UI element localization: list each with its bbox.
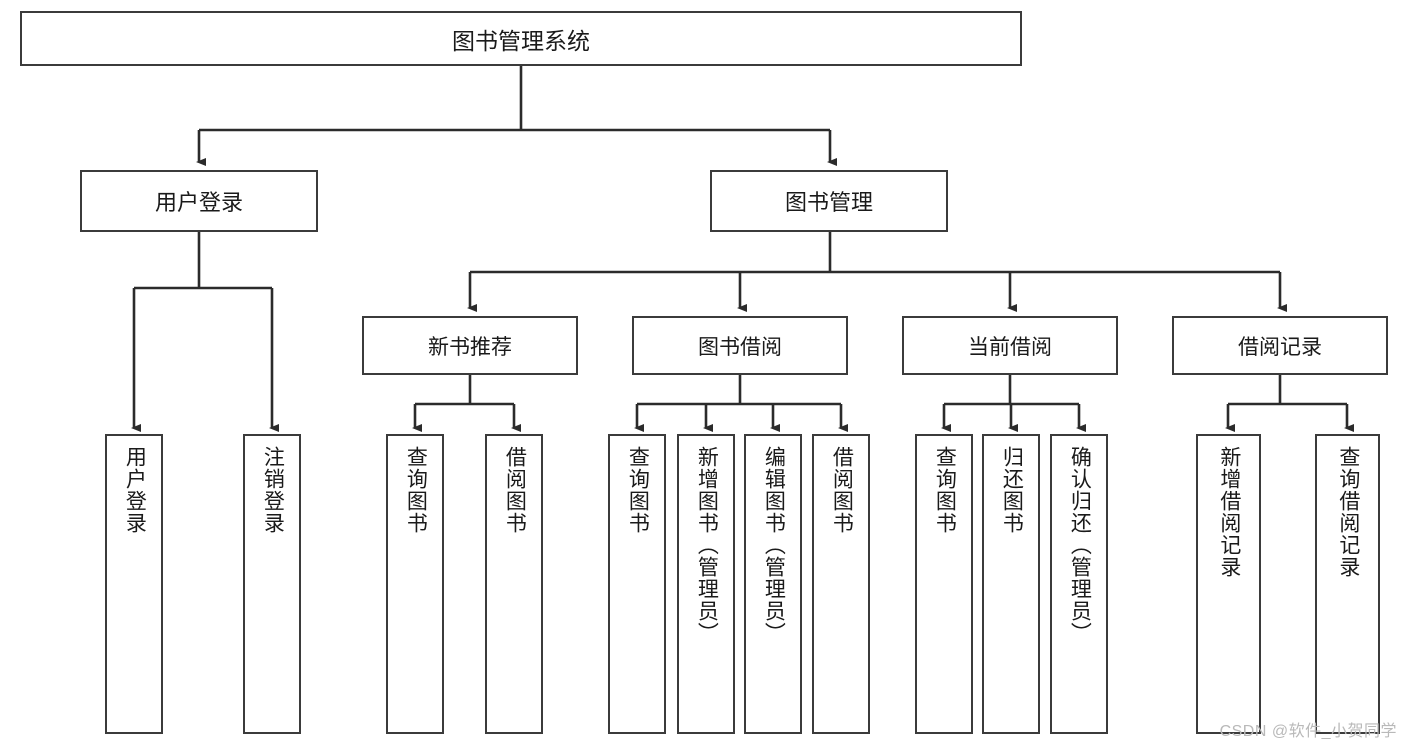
- node-label: 查询图书: [626, 446, 650, 534]
- leaf-current-query-book[interactable]: 查询图书: [915, 434, 973, 734]
- node-label: 借阅图书: [503, 446, 527, 534]
- node-current-borrow[interactable]: 当前借阅: [902, 316, 1118, 375]
- node-label: 图书管理系统: [452, 27, 590, 54]
- node-new-book-recommend[interactable]: 新书推荐: [362, 316, 578, 375]
- node-label: 用户登录: [154, 190, 243, 215]
- leaf-current-return-book[interactable]: 归还图书: [982, 434, 1040, 734]
- node-label: 归还图书: [1000, 446, 1024, 534]
- node-user-login[interactable]: 用户登录: [80, 170, 318, 232]
- csdn-watermark: CSDN @软件_小贺同学: [1219, 723, 1397, 740]
- node-root-system[interactable]: 图书管理系统: [20, 11, 1022, 66]
- leaf-record-query[interactable]: 查询借阅记录: [1315, 434, 1380, 734]
- leaf-borrow-query-book[interactable]: 查询图书: [608, 434, 666, 734]
- leaf-user-logout[interactable]: 注销登录: [243, 434, 301, 734]
- node-label: 当前借阅: [968, 335, 1052, 359]
- node-label: 借阅图书: [830, 446, 854, 534]
- leaf-borrow-add-book[interactable]: 新增图书（管理员）: [677, 434, 735, 734]
- leaf-recommend-query-book[interactable]: 查询图书: [386, 434, 444, 734]
- leaf-borrow-borrow-book[interactable]: 借阅图书: [812, 434, 870, 734]
- node-label: 图书管理: [784, 190, 873, 215]
- leaf-recommend-borrow-book[interactable]: 借阅图书: [485, 434, 543, 734]
- node-book-borrow[interactable]: 图书借阅: [632, 316, 848, 375]
- leaf-record-add[interactable]: 新增借阅记录: [1196, 434, 1261, 734]
- leaf-user-login[interactable]: 用户登录: [105, 434, 163, 734]
- node-label: 新增图书（管理员）: [695, 446, 719, 644]
- leaf-borrow-edit-book[interactable]: 编辑图书（管理员）: [744, 434, 802, 734]
- node-borrow-record[interactable]: 借阅记录: [1172, 316, 1388, 375]
- node-label: 新增借阅记录: [1217, 446, 1241, 578]
- node-label: 查询借阅记录: [1336, 446, 1360, 578]
- node-label: 借阅记录: [1238, 335, 1322, 359]
- leaf-current-confirm-return[interactable]: 确认归还（管理员）: [1050, 434, 1108, 734]
- node-label: 编辑图书（管理员）: [762, 446, 786, 644]
- node-label: 用户登录: [123, 446, 147, 534]
- node-label: 查询图书: [404, 446, 428, 534]
- node-label: 新书推荐: [428, 335, 512, 359]
- node-label: 图书借阅: [698, 335, 782, 359]
- node-book-management[interactable]: 图书管理: [710, 170, 948, 232]
- node-label: 查询图书: [933, 446, 957, 534]
- node-label: 注销登录: [261, 446, 285, 534]
- node-label: 确认归还（管理员）: [1068, 446, 1092, 644]
